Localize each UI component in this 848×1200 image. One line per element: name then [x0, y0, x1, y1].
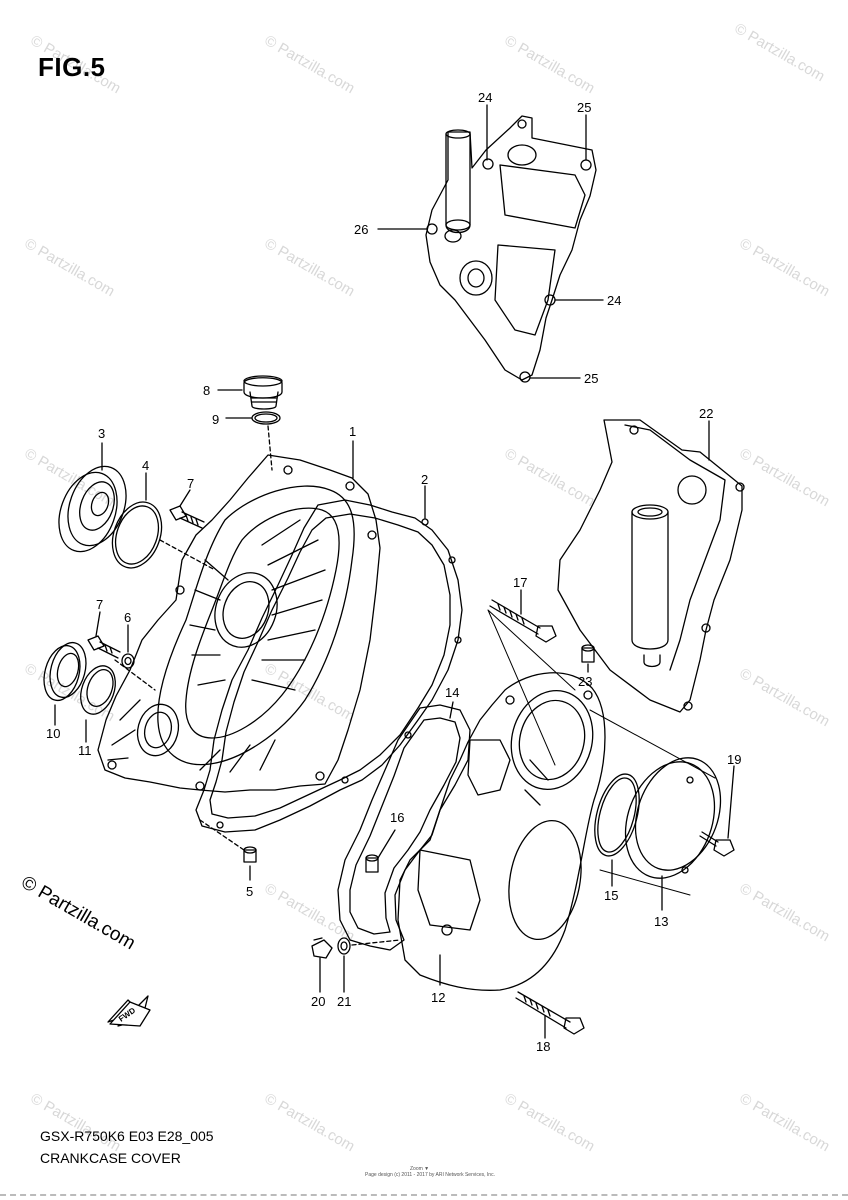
- callout-12: 12: [431, 990, 445, 1005]
- section-name: CRANKCASE COVER: [40, 1150, 181, 1166]
- washer-part: [337, 937, 351, 955]
- callout-8: 8: [203, 383, 210, 398]
- callout-24: 24: [478, 90, 492, 105]
- bolt-part: [489, 599, 557, 643]
- callout-6: 6: [124, 610, 131, 625]
- zoom-text: Zoom ▼: [410, 1166, 430, 1172]
- callout-26: 26: [354, 222, 368, 237]
- oil-filler-cap-part: [243, 375, 283, 425]
- dowel-pin-part: [365, 854, 379, 873]
- model-code: GSX-R750K6 E03 E28_005: [40, 1128, 214, 1144]
- callout-23: 23: [578, 674, 592, 689]
- callout-10: 10: [46, 726, 60, 741]
- callout-24: 24: [607, 293, 621, 308]
- callout-11: 11: [78, 743, 92, 758]
- dowel-pin-part: [243, 846, 257, 863]
- generator-cover-part: [397, 672, 606, 991]
- callout-19: 19: [727, 752, 741, 767]
- callout-20: 20: [311, 994, 325, 1009]
- callout-7: 7: [187, 476, 194, 491]
- fine-print: Page design (c) 2011 - 2017 by ARI Netwo…: [365, 1172, 495, 1178]
- callout-17: 17: [513, 575, 527, 590]
- bolt-part: [169, 505, 205, 529]
- o-ring-part: [111, 501, 163, 569]
- dowel-pin-part: [581, 644, 595, 663]
- callout-3: 3: [98, 426, 105, 441]
- callout-4: 4: [142, 458, 149, 473]
- sprocket-cover-part: [425, 115, 597, 383]
- generator-gasket-part: [337, 704, 471, 951]
- callout-25: 25: [584, 371, 598, 386]
- callout-5: 5: [246, 884, 253, 899]
- bolt-part: [87, 635, 121, 659]
- inspection-cap-part: [624, 757, 722, 879]
- figure-title: FIG.5: [38, 52, 106, 82]
- callout-1: 1: [349, 424, 356, 439]
- callout-25: 25: [577, 100, 591, 115]
- callout-13: 13: [654, 914, 668, 929]
- callout-14: 14: [445, 685, 459, 700]
- fwd-arrow-icon: [107, 995, 151, 1027]
- callout-labels: 1 2 3 4 5 6 7 7 8 9 10 11 12 13 14 15 16…: [46, 90, 741, 1054]
- oil-seal-part: [58, 465, 127, 553]
- bolt-part: [311, 937, 333, 959]
- seal-part: [43, 641, 87, 702]
- bolt-part: [515, 991, 585, 1035]
- callout-15: 15: [604, 888, 618, 903]
- washer-part: [121, 653, 135, 669]
- callout-7: 7: [96, 597, 103, 612]
- callout-21: 21: [337, 994, 351, 1009]
- callout-22: 22: [699, 406, 713, 421]
- washer-part: [80, 665, 116, 715]
- bolt-part: [699, 831, 735, 857]
- page-divider: [0, 1194, 848, 1196]
- callout-2: 2: [421, 472, 428, 487]
- clutch-cover-part: [557, 419, 745, 713]
- cover-gasket-part: [195, 499, 463, 833]
- callout-9: 9: [212, 412, 219, 427]
- callout-18: 18: [536, 1039, 550, 1054]
- callout-16: 16: [390, 810, 404, 825]
